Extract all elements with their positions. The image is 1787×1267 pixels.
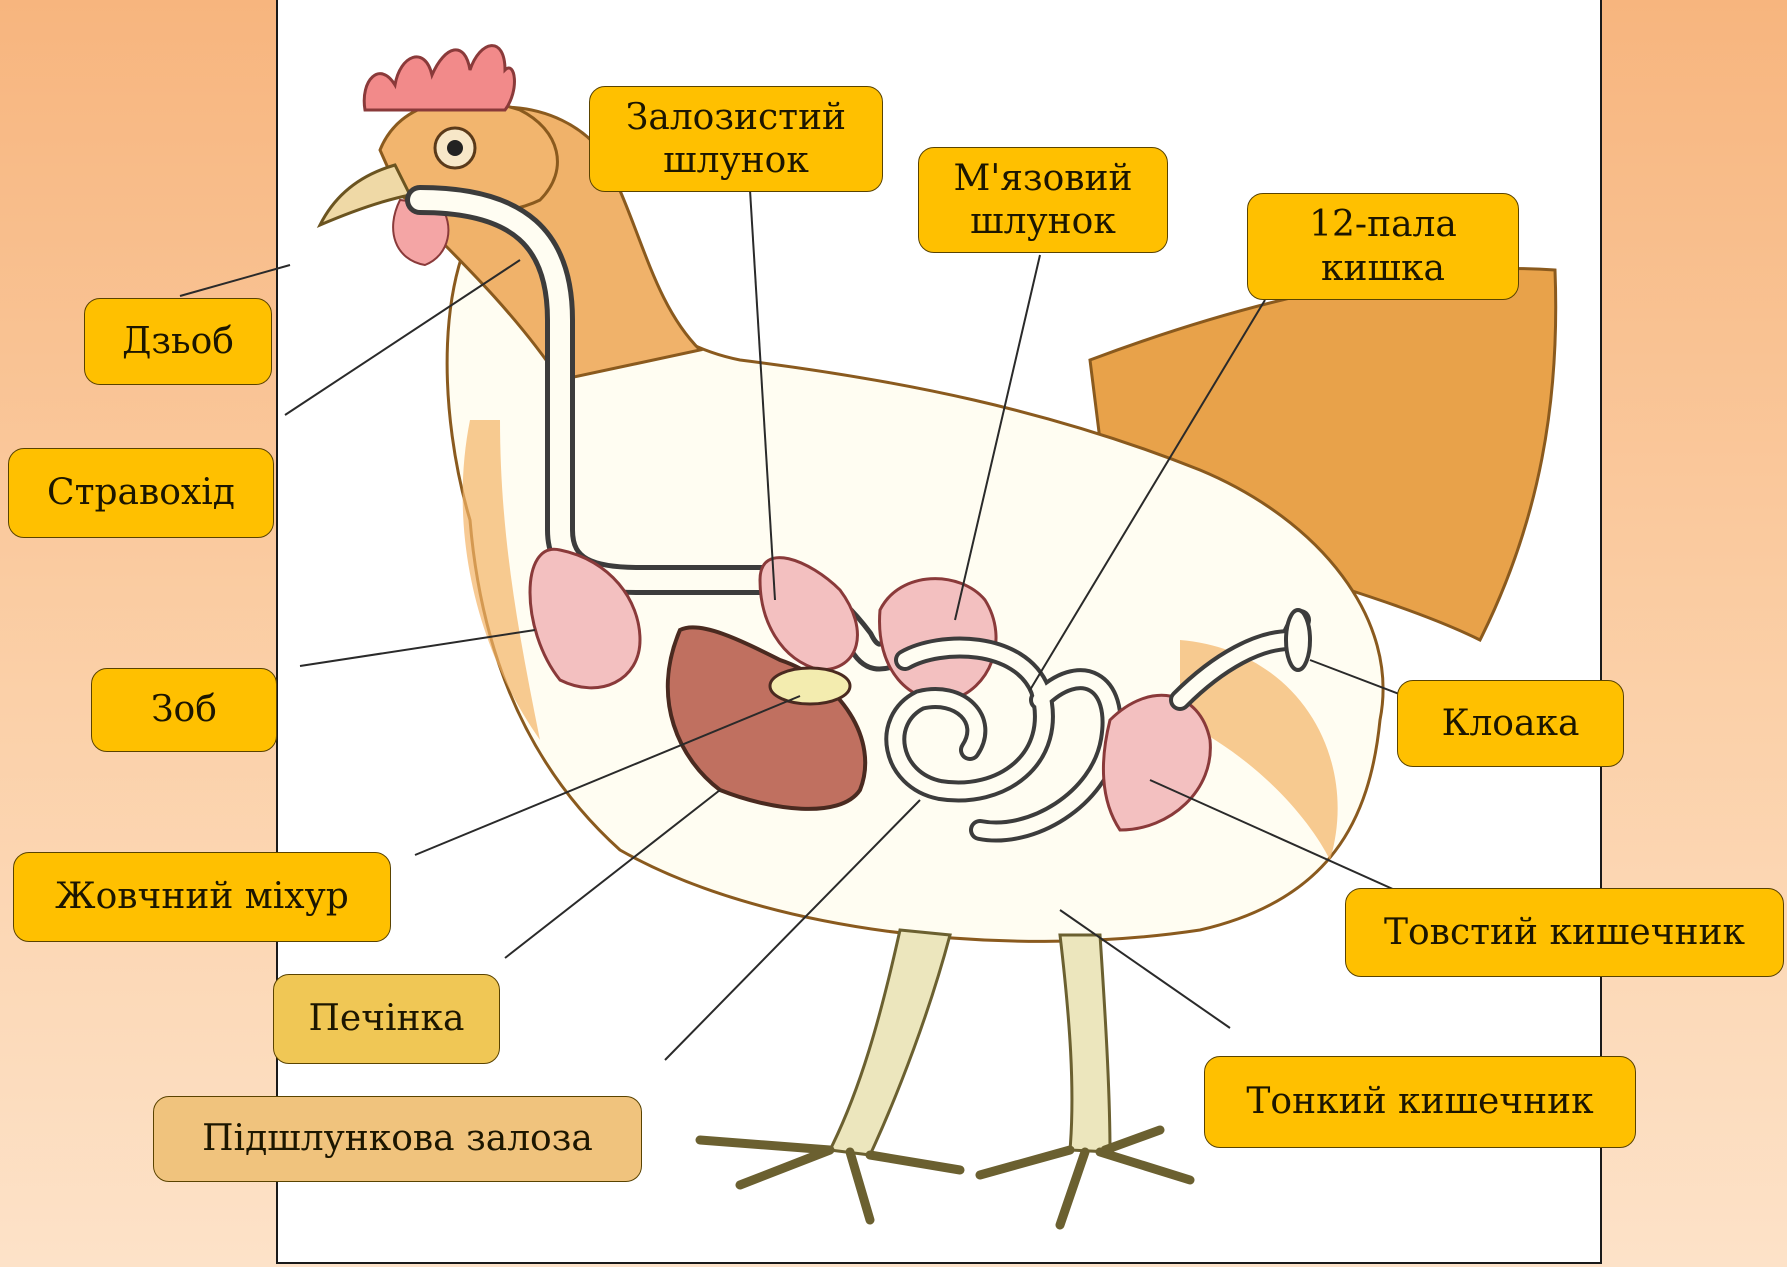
label-duodenum: 12-пала кишка bbox=[1247, 193, 1519, 300]
label-glandular-stomach: Залозистий шлунок bbox=[589, 86, 883, 192]
label-cloaca: Клоака bbox=[1397, 680, 1624, 767]
label-liver: Печінка bbox=[273, 974, 500, 1064]
label-gallbladder: Жовчний міхур bbox=[13, 852, 391, 942]
label-crop: Зоб bbox=[91, 668, 277, 752]
label-large-intestine: Товстий кишечник bbox=[1345, 888, 1784, 977]
label-muscular-stomach: М'язовий шлунок bbox=[918, 147, 1168, 253]
left-leg bbox=[830, 930, 950, 1155]
label-pancreas: Підшлункова залоза bbox=[153, 1096, 642, 1182]
label-small-intestine: Тонкий кишечник bbox=[1204, 1056, 1636, 1148]
right-leg bbox=[1060, 935, 1110, 1152]
gallbladder-organ bbox=[770, 668, 850, 704]
cloaca-organ bbox=[1286, 610, 1310, 670]
label-beak: Дзьоб bbox=[84, 298, 272, 385]
label-esophagus: Стравохід bbox=[8, 448, 274, 538]
comb bbox=[364, 46, 514, 110]
